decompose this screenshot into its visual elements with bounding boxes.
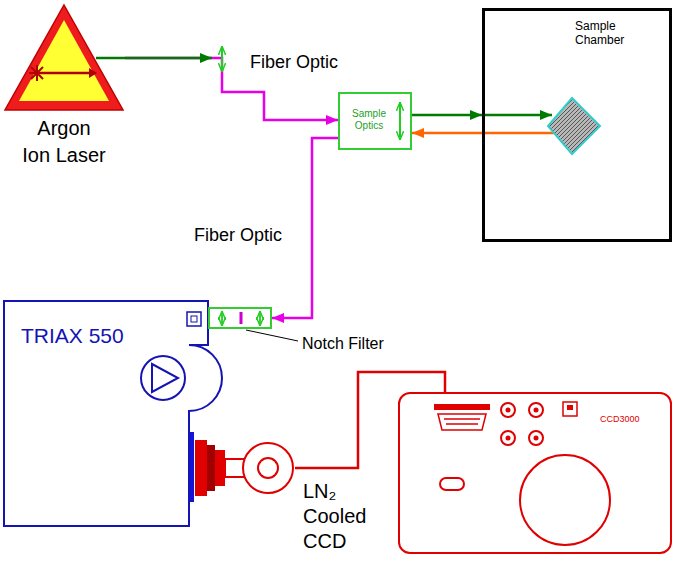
node-label: Sample Chamber bbox=[575, 19, 639, 47]
slit-opening bbox=[191, 316, 197, 322]
dewar bbox=[243, 443, 293, 493]
warning-triangle bbox=[5, 5, 123, 110]
spectrometer-housing: TRIAX 550 bbox=[3, 300, 211, 528]
fiber-connector bbox=[295, 372, 445, 468]
notch-filter-box: Notch Filter bbox=[208, 307, 272, 329]
coupling-lens bbox=[221, 46, 223, 72]
optics-box: Sample Optics bbox=[338, 92, 412, 150]
node-label: TRIAX 550 bbox=[21, 324, 124, 348]
laser-beam bbox=[96, 57, 212, 60]
filter-lens bbox=[221, 311, 223, 326]
dewar-port bbox=[258, 458, 278, 478]
controller-jack bbox=[534, 408, 539, 413]
filter-lens bbox=[259, 311, 261, 326]
detector-mount bbox=[195, 440, 207, 496]
laser-warning-sign bbox=[3, 3, 125, 113]
warning-field bbox=[19, 20, 109, 101]
power-switch bbox=[440, 478, 464, 490]
grating-symbol bbox=[152, 364, 178, 392]
leader-line bbox=[246, 330, 298, 341]
notch-element bbox=[240, 312, 243, 324]
laser-node: Argon Ion Laser bbox=[3, 3, 125, 215]
controller-jack bbox=[501, 431, 515, 445]
detector-mount bbox=[207, 445, 215, 491]
controller-socket bbox=[563, 402, 577, 416]
entrance-slit bbox=[187, 312, 201, 326]
detector-mount bbox=[215, 450, 225, 486]
excitation-beam bbox=[485, 114, 552, 117]
grating-turret bbox=[141, 356, 185, 400]
laser-ray-head bbox=[89, 68, 97, 78]
controller-jack bbox=[534, 436, 539, 441]
controller-jack bbox=[529, 431, 543, 445]
node-label: Argon Ion Laser bbox=[22, 115, 106, 169]
controller-box: CCD3000 bbox=[398, 392, 672, 554]
controller-jack bbox=[506, 408, 511, 413]
connector-port bbox=[438, 414, 486, 430]
laser-burst bbox=[29, 65, 45, 81]
chamber-box: Sample Chamber bbox=[482, 8, 672, 242]
controller-slot bbox=[434, 404, 490, 410]
fiber-connector bbox=[412, 132, 482, 135]
controller-jack bbox=[506, 436, 511, 441]
edge-label: Fiber Optic bbox=[248, 52, 340, 73]
ccd-camera: LN₂ Cooled CCD bbox=[195, 435, 295, 501]
node-label: LN₂ Cooled CCD bbox=[303, 479, 375, 554]
controller-jack bbox=[529, 403, 543, 417]
fiber-connector bbox=[412, 114, 482, 117]
controller-socket bbox=[567, 405, 573, 410]
node-label: CCD3000 bbox=[600, 414, 640, 424]
optics-lens bbox=[399, 102, 401, 140]
sample-crystal bbox=[548, 98, 600, 154]
node-label: Notch Filter bbox=[302, 335, 384, 353]
controller-jack bbox=[501, 403, 515, 417]
scattered-beam bbox=[485, 132, 556, 135]
controller-dial bbox=[520, 455, 610, 545]
node-label: Sample Optics bbox=[346, 108, 392, 132]
edge-label: Fiber Optic bbox=[192, 225, 284, 246]
housing-outline bbox=[4, 301, 222, 526]
